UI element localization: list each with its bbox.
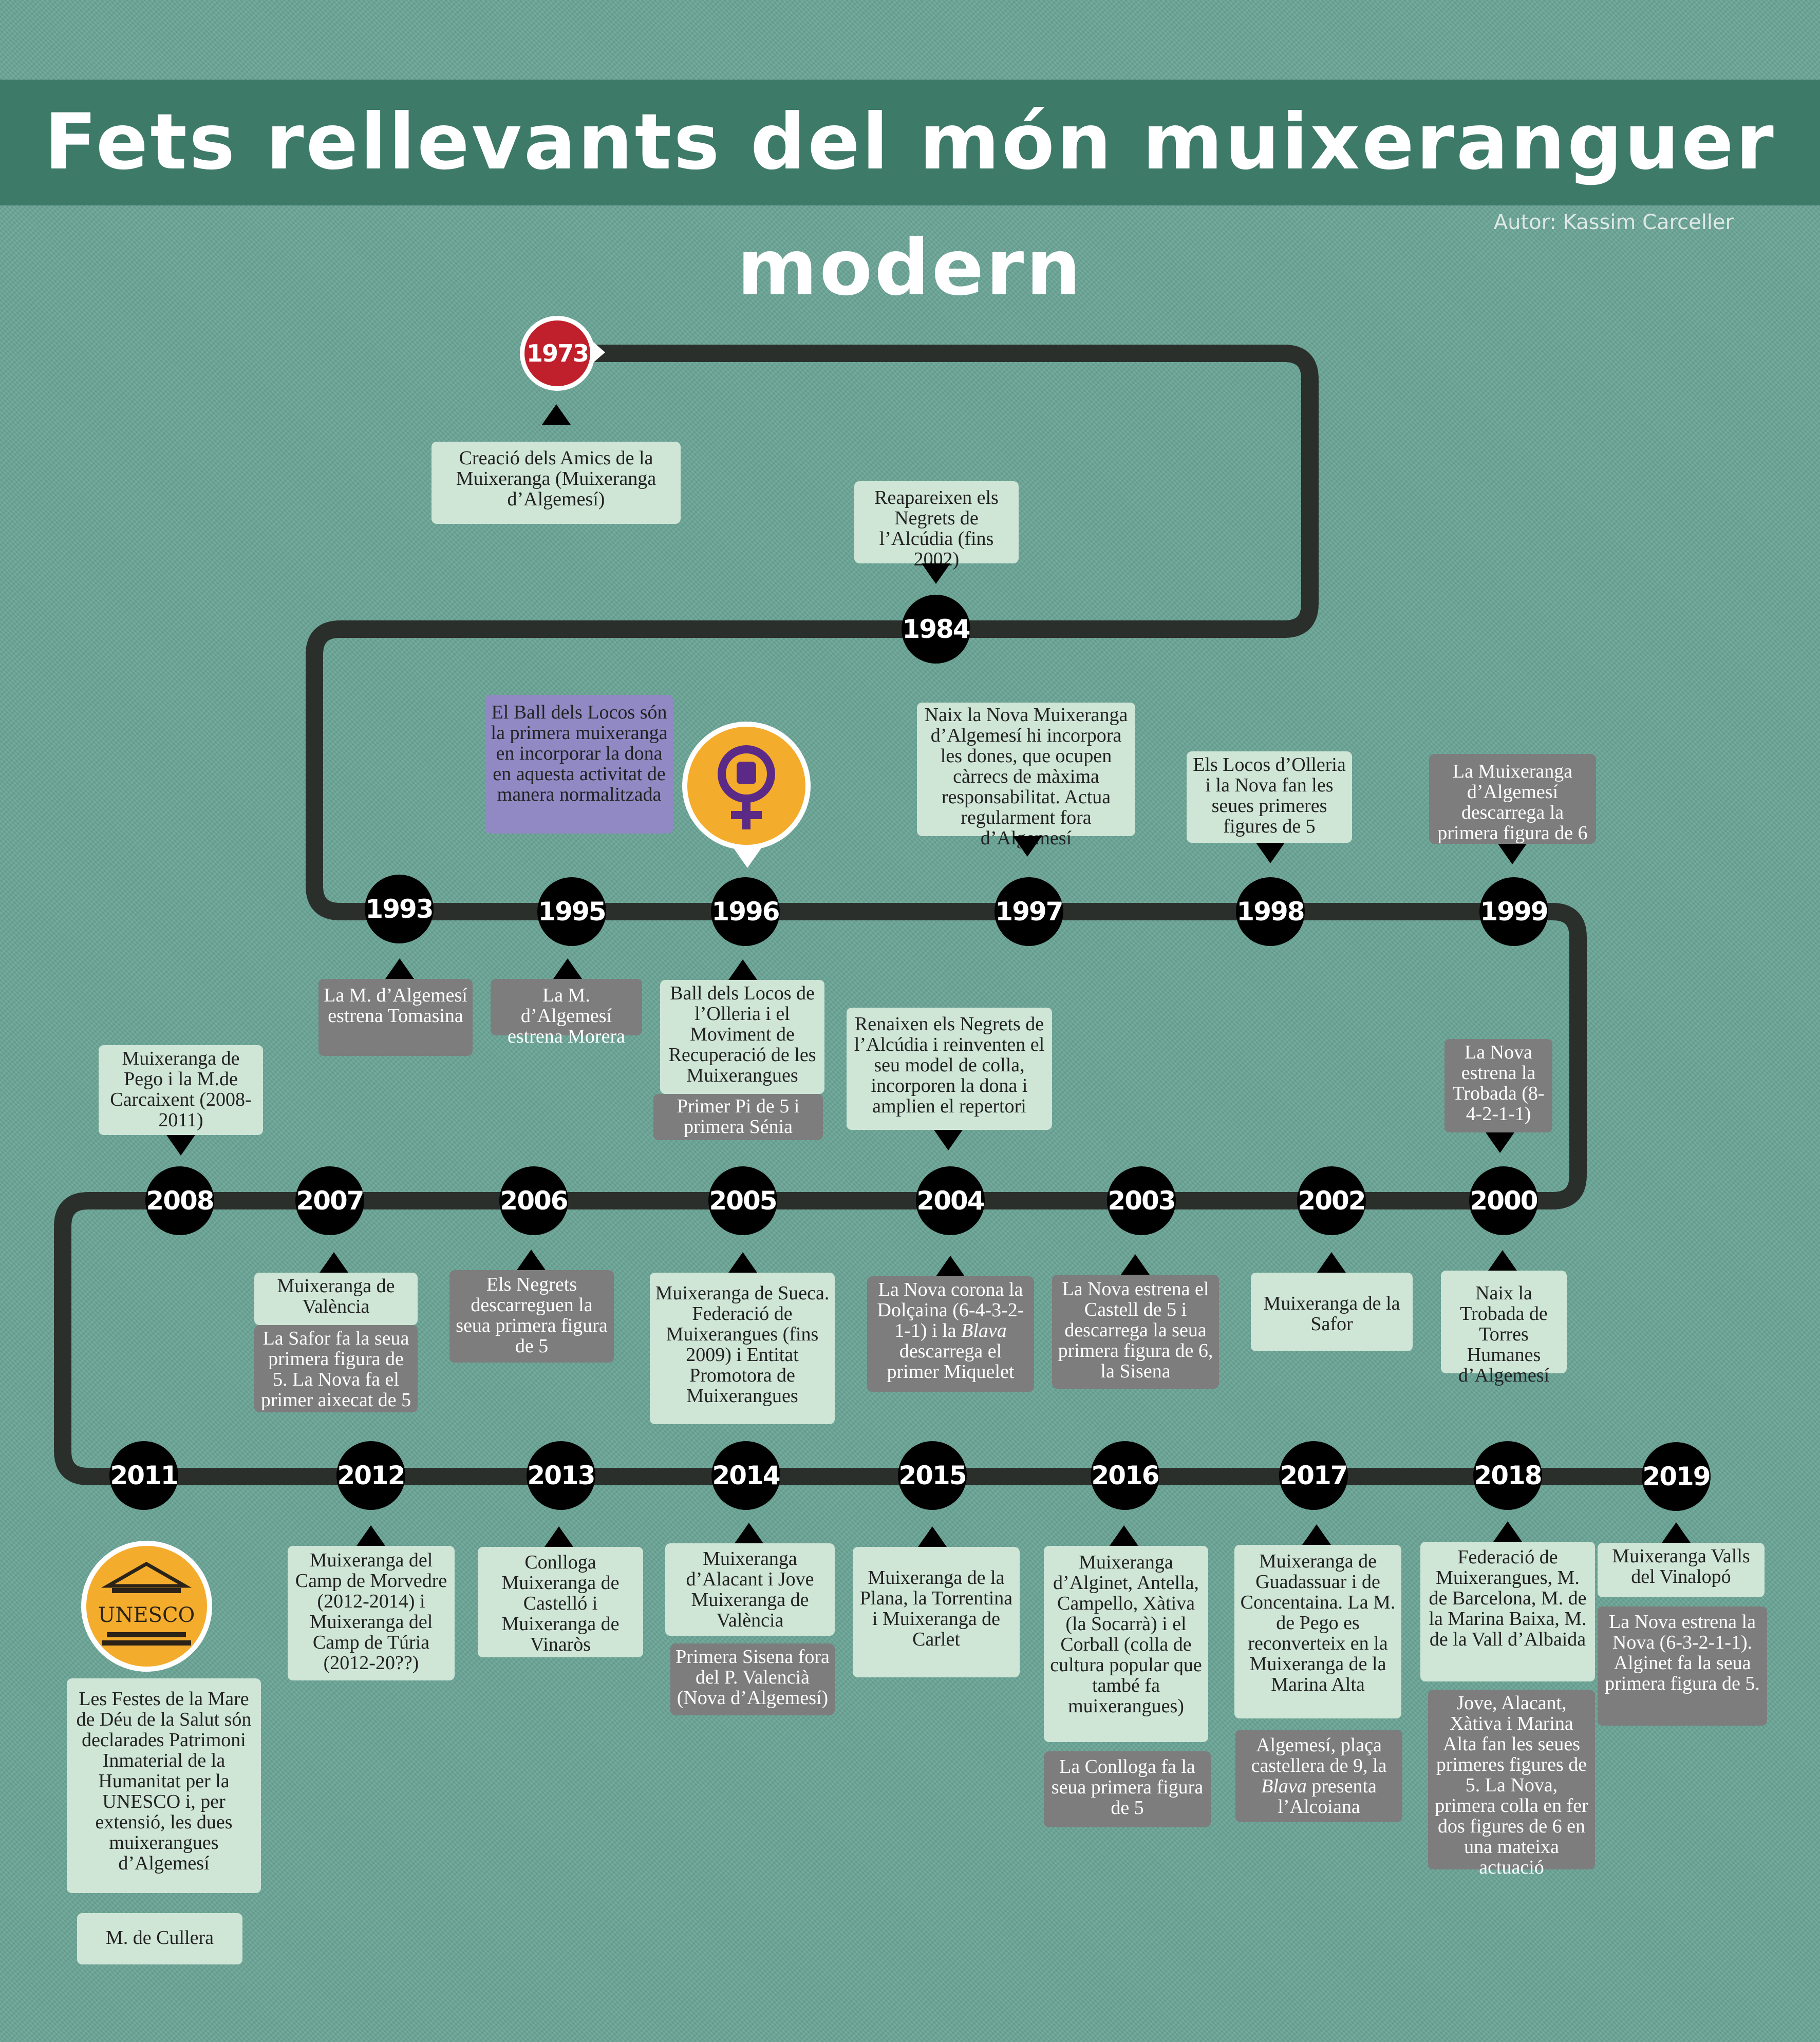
pointer (320, 1252, 348, 1273)
year-node-2019: 2019 (1642, 1442, 1711, 1511)
event-2005: Muixeranga de Sueca. Federació de Muixer… (650, 1273, 835, 1424)
event-1998: Els Locos d’Olleria i la Nova fan les se… (1187, 751, 1352, 843)
pointer (545, 1526, 573, 1547)
event-1996: Ball dels Locos de l’Olleria i el Movime… (660, 980, 824, 1094)
year-node-2013: 2013 (527, 1441, 596, 1510)
svg-text:UNESCO: UNESCO (98, 1603, 195, 1627)
female-fist-symbol-icon (718, 745, 775, 829)
event-2000: Naix la Trobada de Torres Humanes d’Alge… (1441, 1271, 1567, 1386)
year-node-1999: 1999 (1479, 877, 1549, 946)
pointer (357, 1525, 385, 1546)
pointer (166, 1135, 195, 1156)
pointer (1110, 1525, 1138, 1546)
event-2012: Muixeranga del Camp de Morvedre (2012-20… (288, 1546, 455, 1680)
year-node-2014: 2014 (711, 1441, 781, 1510)
pointer (922, 563, 950, 584)
event-1996-pi: Primer Pi de 5 i primera Sénia (653, 1094, 823, 1140)
year-node-2007: 2007 (295, 1166, 365, 1235)
event-1993: La M. d’Algemesí estrena Tomasina (318, 979, 473, 1056)
pointer (1317, 1252, 1346, 1273)
year-node-2005: 2005 (708, 1166, 778, 1235)
year-node-2006: 2006 (499, 1166, 569, 1235)
pointer (934, 1130, 963, 1150)
year-node-1993: 1993 (365, 875, 434, 943)
event-2003: La Nova estrena el Castell de 5 i descar… (1052, 1275, 1219, 1389)
event-2016-conlloga: La Conlloga fa la seua primera figura de… (1044, 1751, 1211, 1827)
year-node-1996: 1996 (711, 877, 780, 946)
event-2017-algemesi: Algemesí, plaça castellera de 9, la Blav… (1235, 1730, 1402, 1822)
year-node-1984: 1984 (902, 595, 971, 664)
pointer (1493, 1521, 1522, 1542)
pointer (385, 958, 414, 979)
event-2002: Muixeranga de la Safor (1251, 1273, 1413, 1351)
women-symbol-badge (682, 722, 811, 850)
pointer (1302, 1524, 1331, 1545)
event-2017: Muixeranga de Guadassuar i de Concentain… (1234, 1545, 1401, 1718)
unesco-temple-icon: UNESCO (98, 1561, 195, 1646)
pointer (553, 958, 582, 979)
pointer (1488, 1250, 1517, 1271)
event-2015: Muixeranga de la Plana, la Torrentina i … (853, 1547, 1020, 1677)
year-node-2016: 2016 (1091, 1441, 1160, 1510)
event-2006: Els Negrets descarreguen la seua primera… (449, 1270, 614, 1363)
unesco-badge: UNESCO (81, 1541, 212, 1672)
pointer (1256, 843, 1285, 863)
event-2011-cullera: M. de Cullera (77, 1913, 242, 1964)
author-credit: Autor: Kassim Carceller (1493, 211, 1734, 234)
event-1984: Reapareixen els Negrets de l’Alcúdia (fi… (854, 481, 1019, 570)
year-node-1995: 1995 (537, 877, 607, 946)
page-title: Fets rellevants del món muixeranguer mod… (44, 98, 1776, 313)
pointer (1498, 844, 1527, 864)
year-node-1998: 1998 (1236, 877, 1305, 946)
year-node-2002: 2002 (1297, 1166, 1366, 1235)
year-node-2012: 2012 (336, 1441, 406, 1510)
event-2004-negrets: Renaixen els Negrets de l’Alcúdia i rein… (847, 1008, 1052, 1130)
event-2013: Conlloga Muixeranga de Castelló i Muixer… (478, 1547, 643, 1657)
year-node-2018: 2018 (1473, 1441, 1543, 1510)
event-2019-nova: La Nova estrena la Nova (6-3-2-1-1). Alg… (1598, 1606, 1767, 1726)
pointer (1013, 836, 1042, 857)
pointer (936, 1256, 965, 1276)
event-1995-locos: El Ball dels Locos són la primera muixer… (485, 695, 673, 834)
title-banner (0, 80, 1820, 205)
pointer (918, 1526, 947, 1547)
pointer (728, 1252, 757, 1273)
timeline-path (54, 345, 1684, 1485)
pointer (735, 1523, 763, 1543)
event-2007: Muixeranga de València (254, 1273, 418, 1325)
event-1999: La Muixeranga d’Algemesí descarrega la p… (1429, 754, 1596, 844)
year-node-1997: 1997 (995, 877, 1064, 946)
pointer (733, 847, 762, 868)
year-node-2015: 2015 (898, 1441, 967, 1510)
event-1995: La M. d’Algemesí estrena Morera (491, 979, 642, 1047)
pointer (1662, 1522, 1691, 1543)
event-2019: Muixeranga Valls del Vinalopó (1598, 1543, 1765, 1597)
event-1973: Creació dels Amics de la Muixeranga (Mui… (431, 442, 681, 524)
pointer (1486, 1132, 1514, 1153)
event-2011: Les Festes de la Mare de Déu de la Salut… (67, 1678, 261, 1893)
event-2004: La Nova corona la Dolçaina (6-4-3-2-1-1)… (867, 1276, 1034, 1392)
year-node-2011: 2011 (109, 1441, 179, 1510)
year-node-2004: 2004 (916, 1166, 985, 1235)
event-2007-safor: La Safor fa la seua primera figura de 5.… (254, 1325, 418, 1412)
pointer (542, 404, 571, 425)
pointer (728, 959, 757, 980)
event-1997: Naix la Nova Muixeranga d’Algemesí hi in… (917, 703, 1135, 848)
pointer (1121, 1254, 1150, 1275)
event-2016: Muixeranga d’Alginet, Antella, Campello,… (1044, 1546, 1208, 1742)
year-node-2003: 2003 (1107, 1166, 1176, 1235)
event-2008: Muixeranga de Pego i la M.de Carcaixent … (99, 1045, 263, 1135)
event-2018-jove: Jove, Alacant, Xàtiva i Marina Alta fan … (1428, 1690, 1595, 1878)
year-node-2008: 2008 (145, 1166, 215, 1235)
year-node-2000: 2000 (1469, 1166, 1538, 1235)
event-2014-sisena: Primera Sisena fora del P. Valencià (Nov… (670, 1643, 835, 1715)
event-2014: Muixeranga d’Alacant i Jove Muixeranga d… (665, 1543, 835, 1636)
event-2000-trobada: La Nova estrena la Trobada (8-4-2-1-1) (1444, 1039, 1552, 1132)
year-node-2017: 2017 (1279, 1441, 1348, 1510)
event-2018: Federació de Muixerangues, M. de Barcelo… (1420, 1542, 1595, 1681)
year-node-1973: 1973 (520, 316, 595, 391)
pointer (517, 1250, 546, 1270)
